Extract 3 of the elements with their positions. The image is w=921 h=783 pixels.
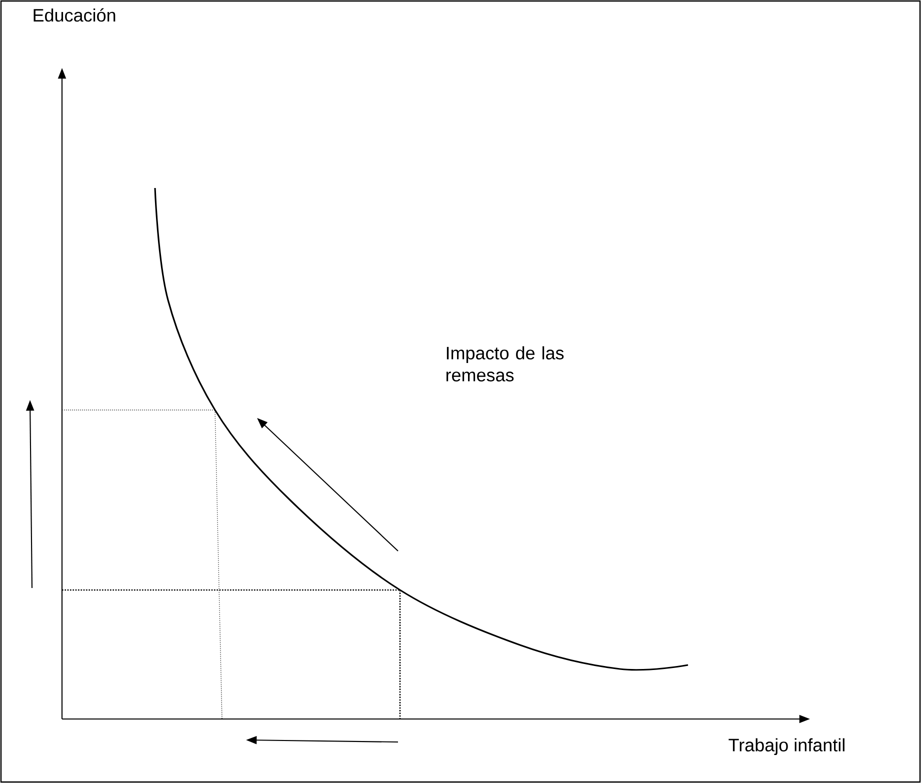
- label: Educación: [34, 8, 116, 22]
- label: Trabajo infantil: [728, 738, 844, 756]
- label: Impacto de las remesas: [446, 346, 564, 382]
